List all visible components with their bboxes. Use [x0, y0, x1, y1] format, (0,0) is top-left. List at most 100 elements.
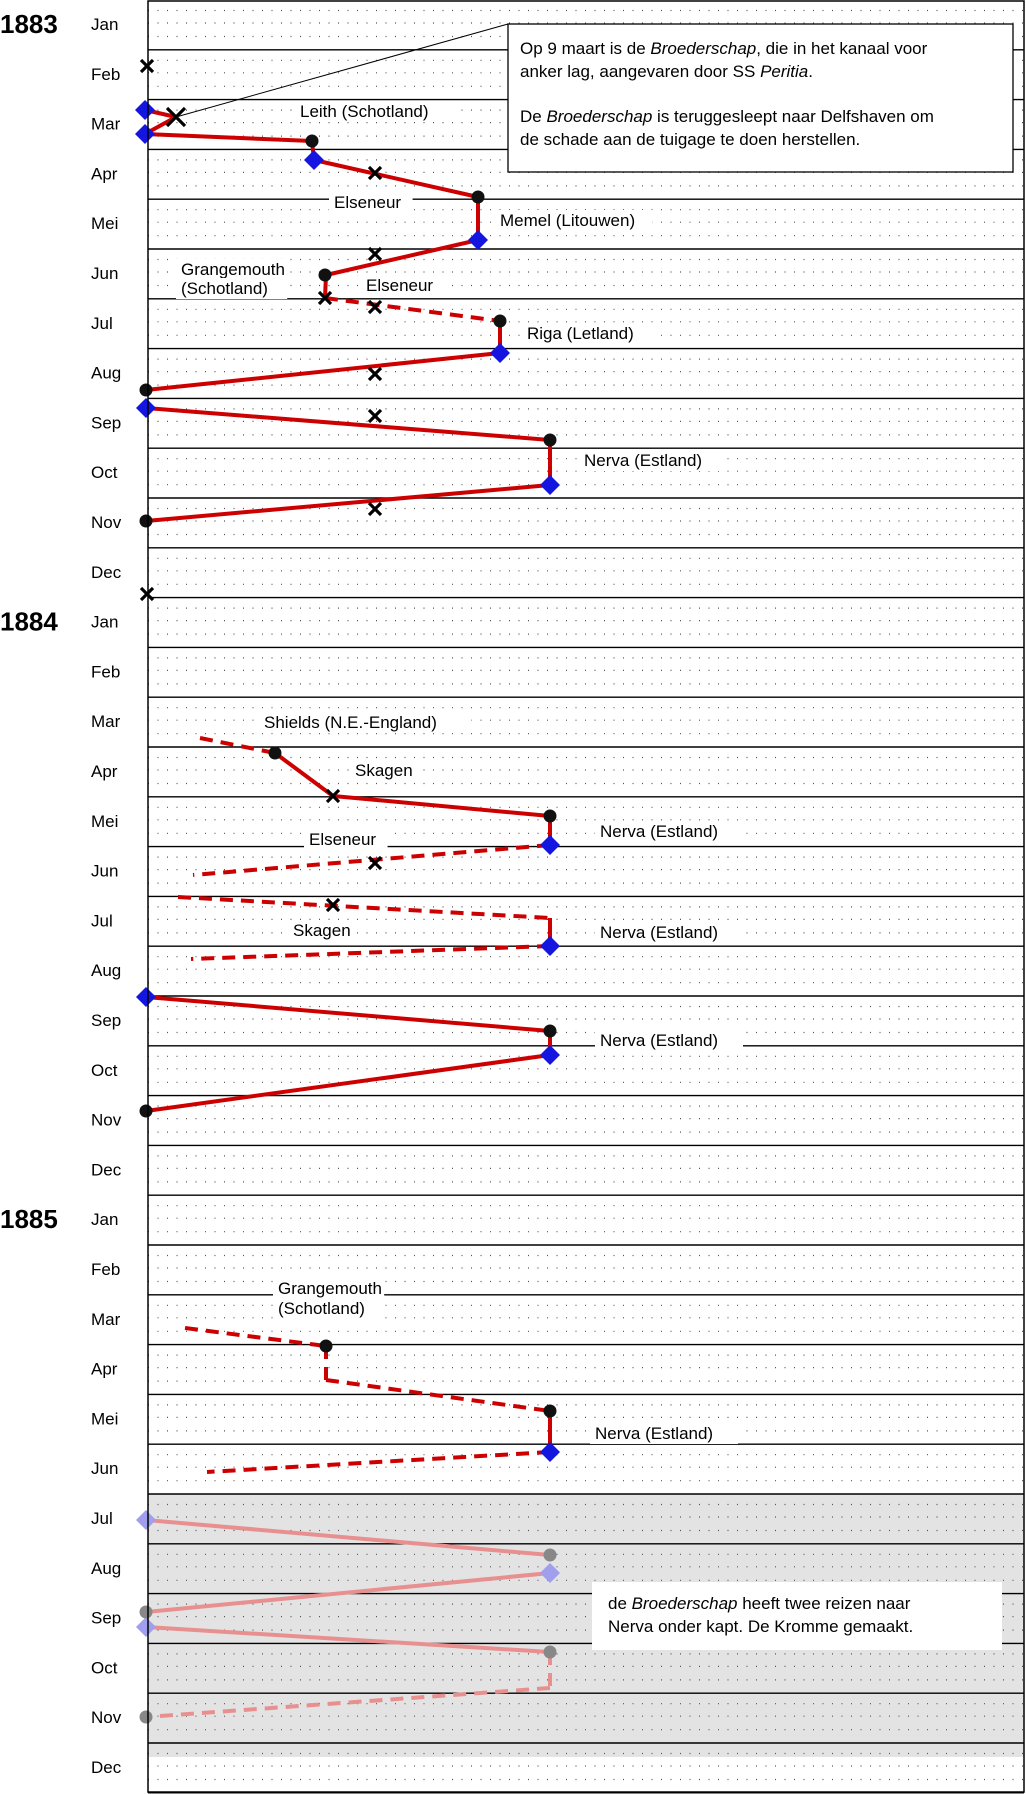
departure-dot-icon — [318, 268, 332, 282]
cross-stroke — [325, 788, 341, 804]
route-segment — [145, 1625, 551, 1654]
place-label-background — [350, 760, 416, 781]
place-label-nerva: Nerva (Estland) — [600, 1031, 718, 1050]
month-label: Feb — [91, 65, 120, 84]
month-label: Jan — [91, 1210, 118, 1229]
month-label: Feb — [91, 1260, 120, 1279]
place-label-skagen: Skagen — [293, 921, 351, 940]
month-label: Jun — [91, 1459, 118, 1478]
month-label: Oct — [91, 463, 118, 482]
month-label: Mei — [91, 214, 118, 233]
arrival-diamond-icon — [468, 230, 488, 250]
place-label-background — [273, 1278, 385, 1299]
kromme-note-line-2: Nerva onder kapt. De Kromme gemaakt. — [608, 1617, 913, 1636]
month-label: Jan — [91, 613, 118, 632]
month-label: Oct — [91, 1061, 118, 1080]
month-label: Nov — [91, 1708, 122, 1727]
departure-dot-icon — [319, 1339, 333, 1353]
route-segment — [332, 794, 551, 818]
departure-dot-icon — [139, 383, 153, 397]
month-label: Oct — [91, 1658, 118, 1677]
place-label-shields: Shields (N.E.-England) — [264, 713, 437, 732]
passage-cross-icon — [367, 855, 383, 871]
month-label: Dec — [91, 563, 122, 582]
passage-cross-icon — [367, 246, 383, 262]
passage-cross-icon — [367, 299, 383, 315]
place-label-background — [590, 1423, 738, 1444]
cross-stroke — [367, 855, 383, 871]
presumed-route-segment — [190, 944, 551, 961]
collision-note-box: Op 9 maart is de Broederschap, die in he… — [175, 23, 1014, 173]
place-label-nerva: Nerva (Estland) — [595, 1424, 713, 1443]
month-label: Jun — [91, 862, 118, 881]
route-segment — [145, 1518, 551, 1557]
month-label: Sep — [91, 413, 121, 432]
place-label-elseneur: Elseneur — [334, 193, 401, 212]
month-label: Mar — [91, 712, 121, 731]
departure-dot-icon — [139, 1710, 153, 1724]
departure-dot-icon — [268, 746, 282, 760]
departure-dot-icon — [543, 809, 557, 823]
place-label-skagen: Skagen — [355, 761, 413, 780]
arrival-diamond-icon — [490, 343, 510, 363]
cross-stroke — [139, 586, 155, 602]
departure-dot-icon — [471, 190, 485, 204]
place-label-background — [288, 920, 354, 941]
collision-note-frame — [507, 23, 1014, 173]
arrival-diamond-icon — [135, 100, 155, 120]
place-label-memel: Memel (Litouwen) — [500, 211, 635, 230]
route-segment — [313, 158, 479, 199]
arrival-diamond-icon — [540, 1563, 560, 1583]
month-label: Mar — [91, 1310, 121, 1329]
departure-dot-icon — [543, 1645, 557, 1659]
presumed-route-segment — [325, 1378, 551, 1413]
place-label-nerva: Nerva (Estland) — [600, 822, 718, 841]
departure-dot-icon — [543, 1548, 557, 1562]
collision-note-line-4: de schade aan de tuigage te doen herstel… — [520, 130, 860, 149]
presumed-route-segment — [184, 1326, 327, 1348]
month-label: Aug — [91, 364, 121, 383]
presumed-route-segment — [199, 736, 276, 755]
place-label-grangemouth: Grangemouth — [181, 260, 285, 279]
month-label: Aug — [91, 1559, 121, 1578]
cross-stroke — [367, 408, 383, 424]
month-label: Mei — [91, 812, 118, 831]
route-segment — [144, 132, 313, 143]
month-label: Feb — [91, 662, 120, 681]
passage-cross-icon — [367, 501, 383, 517]
passage-cross-icon — [325, 897, 341, 913]
month-label: Dec — [91, 1160, 122, 1179]
route-segment — [145, 995, 551, 1033]
place-label-background — [295, 101, 462, 122]
collision-note-line-1: Op 9 maart is de Broederschap, die in he… — [520, 39, 928, 58]
route-segment — [325, 238, 479, 277]
month-label: Jun — [91, 264, 118, 283]
month-label: Dec — [91, 1758, 122, 1777]
place-label-grangemouth-sub: (Schotland) — [181, 279, 268, 298]
year-label-1883: 1883 — [0, 9, 58, 39]
passage-cross-icon — [139, 58, 155, 74]
place-label-background — [304, 829, 388, 850]
arrival-diamond-icon — [136, 1510, 156, 1530]
departure-dot-icon — [139, 1104, 153, 1118]
place-label-background — [361, 275, 445, 296]
year-label-1885: 1885 — [0, 1204, 58, 1234]
month-label: Apr — [91, 1360, 118, 1379]
arrival-diamond-icon — [136, 987, 156, 1007]
month-label: Sep — [91, 1011, 121, 1030]
place-label-background — [595, 922, 743, 943]
place-label-background — [579, 450, 727, 471]
route-markers — [135, 58, 560, 1724]
presumed-route-segment — [145, 1686, 551, 1719]
voyage-routes — [144, 108, 552, 1719]
passage-cross-icon — [325, 788, 341, 804]
month-label: Nov — [91, 513, 122, 532]
passage-cross-icon — [317, 290, 333, 306]
passage-cross-icon — [367, 408, 383, 424]
cross-stroke — [367, 501, 383, 517]
month-label: Sep — [91, 1609, 121, 1628]
presumed-route-segment — [324, 296, 501, 323]
route-segment — [145, 406, 551, 442]
cross-stroke — [367, 165, 383, 181]
